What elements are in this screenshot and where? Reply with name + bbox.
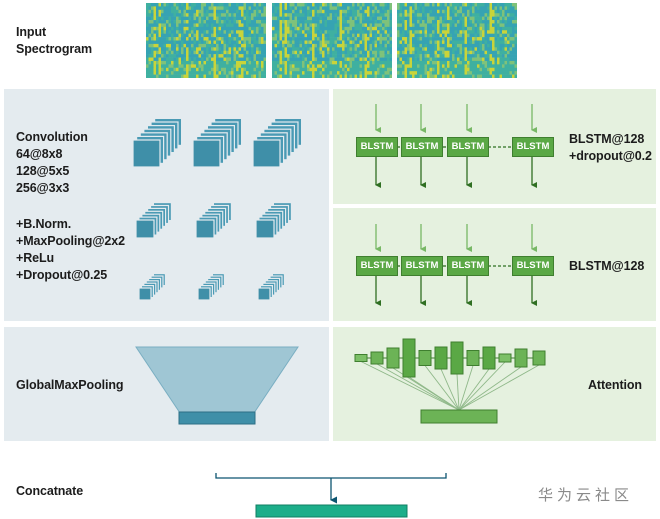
blstm-layer-1-units: BLSTM@128 [569, 132, 645, 146]
conv-param-1: 64@8x8 [16, 147, 63, 161]
conv-stacks [132, 117, 303, 301]
attention-weight-bar [482, 346, 496, 370]
attention-label: Attention [588, 378, 642, 392]
blstm-block: BLSTM [447, 256, 489, 276]
blstm-block: BLSTM [401, 256, 443, 276]
blstm-block: BLSTM [401, 137, 443, 157]
concat-output-bar [255, 504, 408, 518]
conv-feature-stack [132, 117, 183, 168]
blstm-layer-1-dropout: +dropout@0.2 [569, 149, 652, 163]
conv-feature-stack [195, 202, 232, 239]
blstm-block: BLSTM [512, 256, 554, 276]
watermark: 华为云社区 [538, 486, 634, 504]
attention-weight-bar [386, 347, 400, 369]
conv-feature-stack [255, 202, 292, 239]
pooling-trapezoid [135, 346, 299, 414]
concat-bracket [215, 473, 447, 504]
conv-param-3: 256@3x3 [16, 181, 70, 195]
attention-weight-bar [466, 350, 480, 366]
attention-output-bar [420, 409, 498, 424]
attention-weight-bar [418, 350, 432, 366]
conv-feature-stack [192, 117, 243, 168]
spectrogram-image-3 [397, 3, 517, 78]
conv-feature-stack [257, 273, 285, 301]
conv-extra-dropout: +Dropout@0.25 [16, 268, 108, 282]
conv-param-2: 128@5x5 [16, 164, 70, 178]
blstm-layer-1-lines [375, 104, 537, 188]
blstm-block: BLSTM [447, 137, 489, 157]
attention-weight-bar [370, 351, 384, 365]
conv-feature-stack [135, 202, 172, 239]
blstm-layer-1-label: BLSTM@128 +dropout@0.2 [569, 131, 652, 165]
input-label-line2: Spectrogram [16, 42, 93, 56]
blstm-layer-2-lines [375, 224, 537, 306]
attention-weight-bar [402, 338, 416, 378]
blstm-layer-2-label: BLSTM@128 [569, 258, 644, 275]
conv-title: Convolution [16, 130, 88, 144]
concat-label: Concatnate [16, 484, 84, 498]
attention-weight-bar [354, 354, 368, 362]
attention-weight-bar [498, 353, 512, 363]
spectrogram-image-1 [146, 3, 266, 78]
blstm-block: BLSTM [512, 137, 554, 157]
conv-extras: +B.Norm. +MaxPooling@2x2 +ReLu +Dropout@… [16, 216, 125, 284]
pooling-output-bar [178, 411, 256, 425]
conv-feature-stack [138, 273, 166, 301]
conv-extra-maxpool: +MaxPooling@2x2 [16, 234, 125, 248]
attention-weight-bar [514, 348, 528, 368]
attention-weight-bar [450, 341, 464, 375]
input-label: Input Spectrogram [16, 24, 92, 58]
conv-feature-stack [252, 117, 303, 168]
conv-feature-stack [197, 273, 225, 301]
pooling-label: GlobalMaxPooling [16, 378, 124, 392]
input-label-line1: Input [16, 25, 47, 39]
conv-params: Convolution 64@8x8 128@5x5 256@3x3 [16, 129, 88, 197]
conv-extra-bnorm: +B.Norm. [16, 217, 72, 231]
spectrogram-image-2 [272, 3, 392, 78]
attention-fan [354, 338, 546, 411]
attention-weight-bar [434, 346, 448, 370]
blstm-block: BLSTM [356, 256, 398, 276]
blstm-block: BLSTM [356, 137, 398, 157]
attention-weight-bar [532, 350, 546, 366]
blstm-layer-2-units: BLSTM@128 [569, 259, 645, 273]
conv-extra-relu: +ReLu [16, 251, 55, 265]
